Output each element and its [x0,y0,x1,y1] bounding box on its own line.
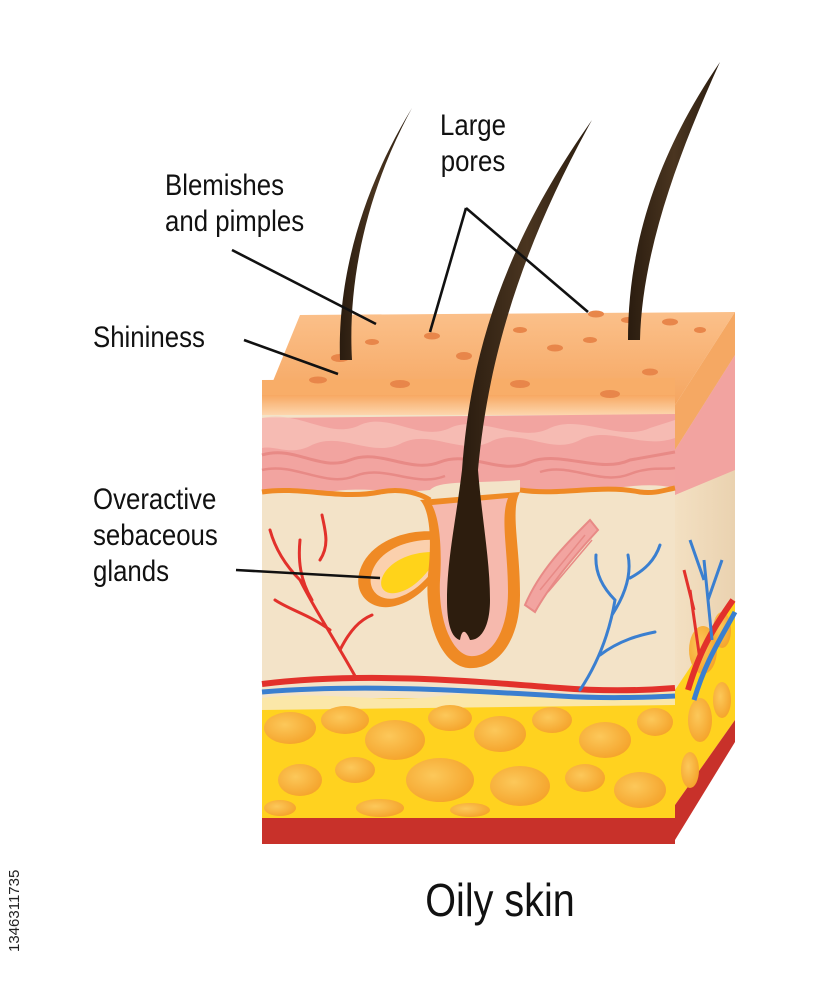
base-layer [262,818,675,844]
leader-large-pores-right [465,207,589,313]
label-glands-line3: glands [93,555,170,588]
leader-blemishes [231,248,377,326]
hairs [339,62,720,470]
leader-shininess [243,338,339,376]
blood-vessels [261,513,676,701]
diagram-title: Oily skin [425,874,575,926]
fat-layer [262,692,675,818]
label-shininess-text: Shininess [93,321,205,354]
sebaceous-gland [358,531,445,608]
hair-follicle [420,470,520,669]
label-glands-line1: Overactive [93,483,217,516]
leader-lines [231,207,589,580]
stock-id-text: 1346311735 [6,869,23,952]
leader-large-pores-left [428,207,468,333]
label-large-pores-line1: Large [439,109,506,142]
epidermis-band [262,395,675,415]
label-sebaceous-glands: Overactive sebaceous glands [93,482,218,590]
label-blemishes-line2: and pimples [165,205,305,238]
label-blemishes-line1: Blemishes [165,169,285,202]
arrector-muscle [523,518,600,614]
label-blemishes: Blemishes and pimples [165,168,304,240]
label-large-pores: Large pores [426,108,521,180]
cube-side-face [675,312,738,840]
leader-glands [235,568,381,580]
label-glands-line2: sebaceous [93,519,218,552]
label-large-pores-line2: pores [440,145,506,178]
label-shininess: Shininess [93,320,205,356]
